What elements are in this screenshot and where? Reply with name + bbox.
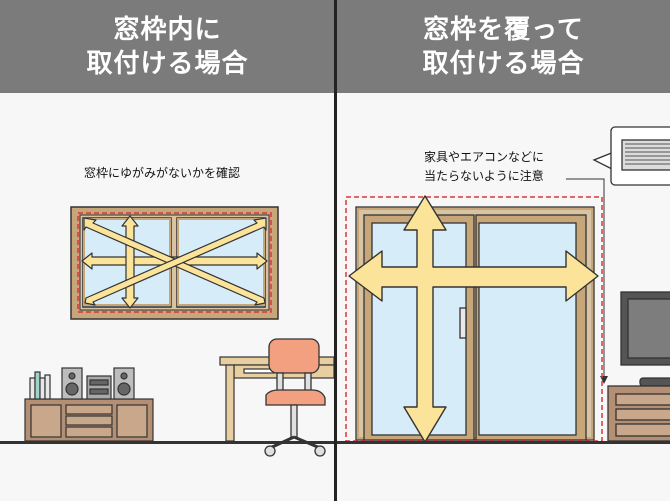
- header-cover-frame: 窓枠を覆って 取付ける場合: [337, 0, 670, 93]
- tv-cabinet-left: [24, 367, 154, 442]
- note-check-distortion: 窓枠にゆがみがないかを確認: [84, 166, 241, 180]
- panel-cover-frame: 窓枠を覆って 取付ける場合: [337, 0, 670, 501]
- title-line-1: 窓枠内に: [113, 14, 222, 45]
- scene-right: [337, 126, 670, 444]
- title-line-2: 取付ける場合: [86, 48, 249, 79]
- floor-line: [0, 441, 335, 444]
- title-line-1: 窓枠を覆って: [423, 14, 584, 45]
- air-conditioner: [592, 126, 670, 186]
- chair: [264, 338, 326, 457]
- scene-left: [0, 206, 335, 457]
- tv-set: [607, 291, 670, 442]
- header-inside-frame: 窓枠内に 取付ける場合: [0, 0, 335, 93]
- check-arrows: [81, 215, 268, 309]
- note-avoid-furniture: 家具やエアコンなどに 当たらないように注意: [424, 148, 544, 186]
- window-cover: [345, 196, 603, 442]
- center-divider: [334, 0, 337, 501]
- note-line-2: 当たらないように注意: [424, 169, 544, 183]
- floor-line: [337, 441, 670, 444]
- panel-inside-frame: 窓枠内に 取付ける場合: [0, 0, 335, 457]
- title-line-2: 取付ける場合: [422, 48, 585, 79]
- note-line-1: 家具やエアコンなどに: [424, 150, 545, 164]
